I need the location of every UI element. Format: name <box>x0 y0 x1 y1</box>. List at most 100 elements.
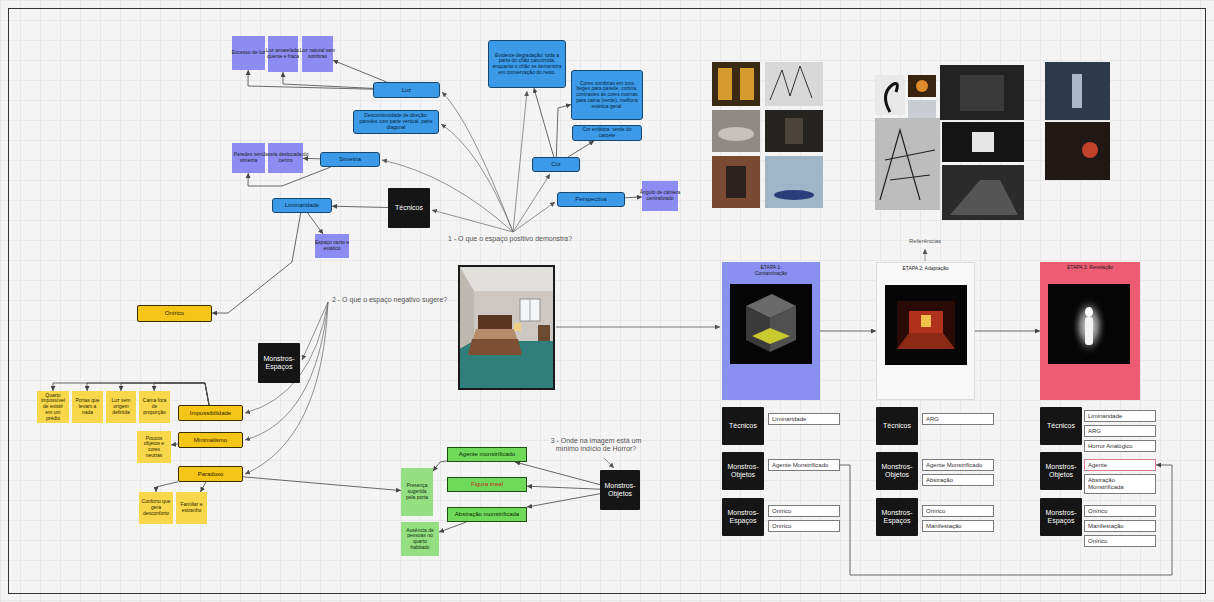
technique-box: Cor <box>532 157 580 172</box>
connector <box>439 522 467 532</box>
category-box: Monstros-Espaços <box>876 498 918 536</box>
node-text: Figura irreal <box>471 481 503 488</box>
table-cell: Agente Monstrificado <box>768 459 840 471</box>
connector <box>568 141 594 157</box>
category-box: Monstros-Espaços <box>258 343 300 383</box>
stage-title: Janela deslocada do centro <box>263 152 309 164</box>
question-lines <box>245 91 925 474</box>
category-box: Monstros-Objetos <box>722 452 764 490</box>
sticky-note: Luz sem origem definida <box>106 391 136 423</box>
node-text: Técnicos <box>1047 422 1075 430</box>
node-text: Impossibilidade <box>190 410 231 417</box>
node-text: Monstros-Objetos <box>1042 463 1080 479</box>
stage-title: Luz natural sem sombras <box>295 48 341 60</box>
table-cell: Onírico <box>922 505 994 517</box>
stage-panel: ETAPA 2: Adaptação <box>876 262 975 400</box>
stage-title: ETAPA 3: Revelação <box>1067 265 1113 271</box>
stage-panel: ETAPA 3: Revelação <box>1040 262 1140 400</box>
node-text: Portas que levam a nada <box>74 398 101 415</box>
node-text: Luz sem origem definida <box>108 398 134 415</box>
node-text: Onírico <box>772 508 791 515</box>
connector <box>156 482 178 492</box>
sticky-note: Espaço vazio e estático <box>315 234 349 258</box>
node-text: Monstros-Espaços <box>1042 509 1080 525</box>
sticky-note: Cama fora de proporção <box>139 391 170 423</box>
connector <box>433 461 447 471</box>
stage-title: Excesso de luz <box>226 50 272 56</box>
stage-illustration <box>885 285 967 365</box>
concept-box: Impossibilidade <box>178 405 243 421</box>
category-box: Monstros-Espaços <box>1040 498 1082 536</box>
bedroom-photo <box>458 265 555 390</box>
connector <box>975 331 1040 332</box>
category-box: Monstros-Objetos <box>1040 452 1082 490</box>
node-text: Monstros-Espaços <box>878 509 916 525</box>
category-box: Técnicos <box>876 407 918 445</box>
stage-illustration <box>1048 284 1130 364</box>
node-text: Descontinuidade de direção: paredes com … <box>356 113 436 130</box>
connector <box>200 482 206 492</box>
node-text: Abstração <box>926 477 953 484</box>
category-box: Técnicos <box>1040 407 1082 445</box>
sticky-note: Conforto que gera desconforto <box>139 492 173 524</box>
technique-box: Descontinuidade de direção: paredes com … <box>353 110 439 134</box>
sticky-note: Ângulo de câmera centralizado <box>642 181 678 211</box>
stage-illustration <box>730 284 812 364</box>
node-text: Cor enfática: verde do carpete <box>575 127 639 139</box>
table-cell: Onírico <box>1084 505 1156 517</box>
connector <box>212 213 301 313</box>
concept-box: Minimalismo <box>178 432 243 448</box>
node-text: Manifestação <box>1088 523 1124 530</box>
technique-box: Simetria <box>320 152 380 167</box>
technique-box: Liminaridade <box>272 198 332 213</box>
node-text: Cama fora de proporção <box>141 398 168 415</box>
node-text: Monstros-Objetos <box>724 463 762 479</box>
object-box: Abstração monstrificada <box>447 507 527 522</box>
technique-box: Perspectiva <box>557 192 625 207</box>
connector <box>625 196 642 198</box>
table-cell: Agente Monstrificado <box>922 459 994 471</box>
node-text: Onírico <box>772 523 791 530</box>
reference-images <box>712 62 1110 220</box>
sticky-note: Quarto impossível de existir em um prédi… <box>37 391 69 423</box>
sticky-note: Paredes sem simetria <box>232 143 265 173</box>
connector <box>332 206 388 207</box>
connector <box>527 494 600 507</box>
node-text: Ausência de pessoas no quarto habitado <box>403 528 437 551</box>
node-text: Agente <box>1088 462 1107 469</box>
stage-title: ETAPA 1: Contaminação <box>748 265 794 277</box>
sticky-note: Luz natural sem sombras <box>302 36 333 72</box>
node-text: Técnicos <box>729 422 757 430</box>
question-label: 2 - O que o espaço negativo sugere? <box>332 296 462 304</box>
node-text: Cor <box>551 161 561 168</box>
node-text: Liminaridade <box>772 416 806 423</box>
connector <box>248 70 373 89</box>
sticky-note: Familiar e estranho <box>176 492 207 524</box>
node-text: Técnicos <box>883 422 911 430</box>
node-text: Onírico <box>1088 508 1107 515</box>
category-box: Técnicos <box>388 188 430 228</box>
node-text: Horror Analógico <box>1088 443 1133 450</box>
stage-panel: ETAPA 1: Contaminação <box>722 262 820 400</box>
flow-line <box>556 327 720 328</box>
table-cell: ARG <box>922 413 994 425</box>
node-text: Simetria <box>339 156 361 163</box>
sticky-note: Ausência de pessoas no quarto habitado <box>401 522 439 556</box>
technique-box: Evidente degradação: toda a parte do chã… <box>488 40 566 88</box>
object-box: Figura irreal <box>447 477 527 492</box>
node-text: Evidente degradação: toda a parte do chã… <box>491 53 563 76</box>
question-label: 1 - O que o espaço positivo demonstra? <box>448 235 588 243</box>
section-label: Referências <box>903 238 947 245</box>
category-box: Monstros-Espaços <box>722 498 764 536</box>
node-text: Abstração monstrificada <box>455 511 519 518</box>
sticky-note: Excesso de luz <box>232 36 265 70</box>
node-text: ARG <box>926 416 939 423</box>
node-text: Manifestação <box>926 523 962 530</box>
sticky-note: Portas que levam a nada <box>72 391 103 423</box>
sticky-note: Poucos objetos e cores neutras <box>137 431 171 463</box>
table-cell: Abstração Monstrificada <box>1084 474 1156 494</box>
connector <box>556 105 571 157</box>
table-cell: Manifestação <box>922 520 994 532</box>
node-text: Onírico <box>926 508 945 515</box>
node-text: Minimalismo <box>194 437 227 444</box>
